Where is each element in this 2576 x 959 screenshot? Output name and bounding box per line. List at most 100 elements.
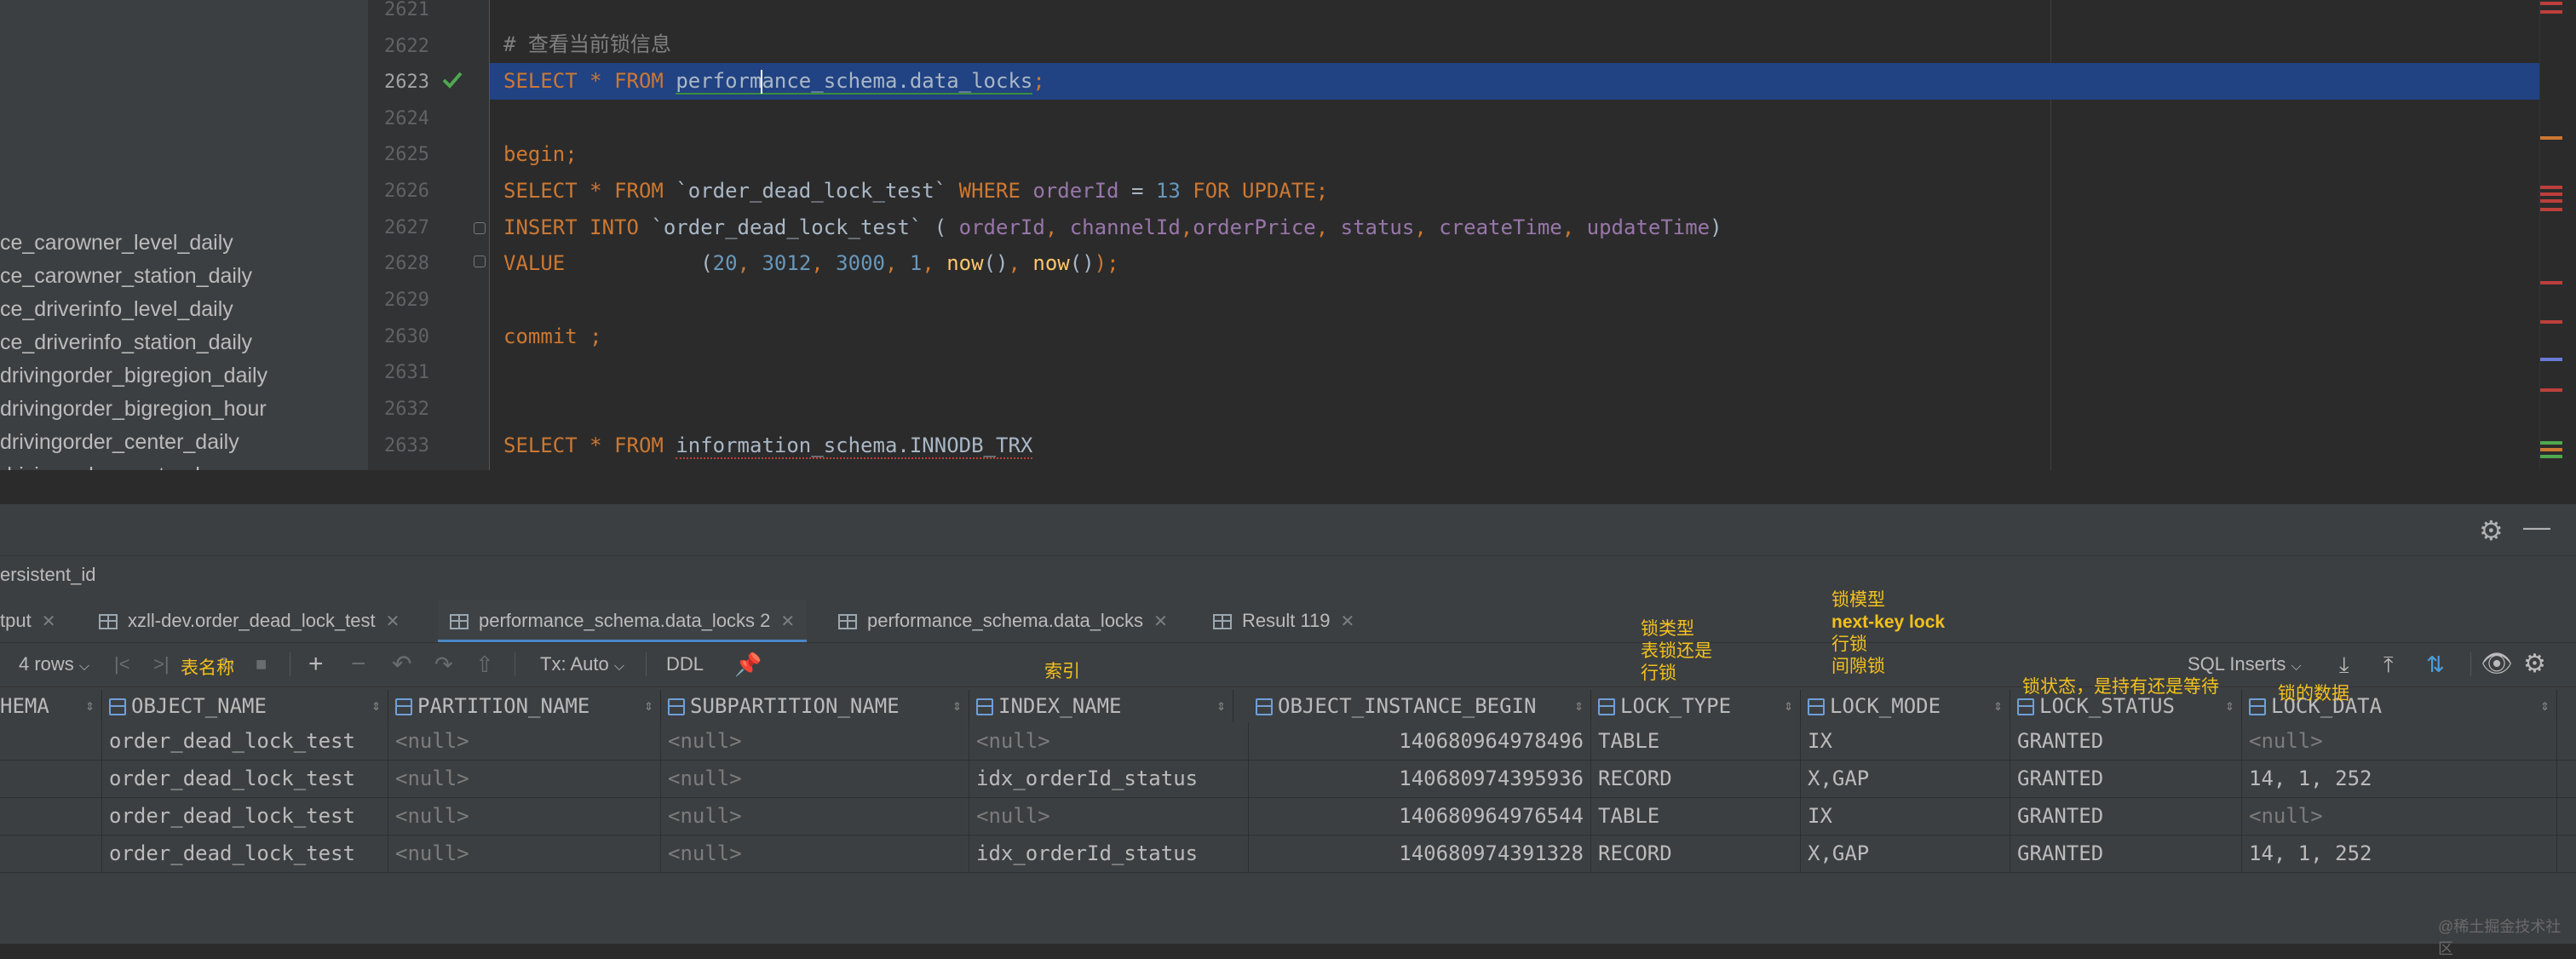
column-header[interactable]: LOCK_TYPE⇕ xyxy=(1591,690,1801,722)
submit-icon[interactable]: ⇧ xyxy=(475,652,494,677)
column-header[interactable]: LOCK_MODE⇕ xyxy=(1801,690,2010,722)
error-marker[interactable] xyxy=(2540,208,2562,211)
column-header[interactable]: SUBPARTITION_NAME⇕ xyxy=(661,690,969,722)
table-cell[interactable]: <null> xyxy=(661,722,969,760)
fold-marker-icon[interactable] xyxy=(474,256,486,267)
table-cell[interactable]: idx_orderId_status xyxy=(969,760,1249,797)
eye-icon[interactable]: 👁 xyxy=(2481,650,2514,678)
tree-item[interactable]: drivingorder_bigregion_hour xyxy=(0,397,267,421)
sort-icon[interactable]: ⇕ xyxy=(1993,697,2003,715)
table-row[interactable]: order_dead_lock_test<null><null>idx_orde… xyxy=(0,835,2576,873)
tab-output[interactable]: tput✕ xyxy=(0,610,56,631)
table-cell[interactable]: <null> xyxy=(388,760,661,797)
sort-icon[interactable]: ⇕ xyxy=(371,697,381,715)
sort-icon[interactable]: ⇕ xyxy=(1784,697,1793,715)
error-marker[interactable] xyxy=(2540,281,2562,284)
table-cell[interactable]: <null> xyxy=(2242,797,2557,835)
remove-row-icon[interactable]: − xyxy=(351,650,366,678)
column-header[interactable]: HEMA⇕ xyxy=(0,690,102,722)
table-cell[interactable]: <null> xyxy=(661,760,969,797)
table-cell[interactable]: RECORD xyxy=(1591,760,1801,797)
tree-item[interactable]: ce_driverinfo_station_daily xyxy=(0,330,253,354)
warning-marker[interactable] xyxy=(2540,136,2562,140)
table-cell[interactable]: order_dead_lock_test xyxy=(102,760,388,797)
sort-icon[interactable]: ⇕ xyxy=(85,697,95,715)
error-marker[interactable] xyxy=(2540,388,2562,392)
tree-item[interactable]: drivingorder_center_daily xyxy=(0,430,239,454)
stop-icon[interactable]: ■ xyxy=(256,653,267,675)
column-header[interactable]: LOCK_DATA⇕ xyxy=(2242,690,2557,722)
table-cell[interactable]: <null> xyxy=(661,797,969,835)
tab-data-locks-2[interactable]: performance_schema.data_locks 2✕ xyxy=(438,600,808,642)
table-cell[interactable]: order_dead_lock_test xyxy=(102,835,388,872)
column-header[interactable]: PARTITION_NAME⇕ xyxy=(388,690,661,722)
table-cell[interactable]: IX xyxy=(1801,797,2010,835)
table-row[interactable]: order_dead_lock_test<null><null><null>14… xyxy=(0,797,2576,836)
error-marker[interactable] xyxy=(2540,192,2562,196)
table-cell[interactable]: <null> xyxy=(388,835,661,872)
table-cell[interactable]: <null> xyxy=(2242,722,2557,760)
table-cell[interactable]: idx_orderId_status xyxy=(969,835,1249,872)
tx-mode-dropdown[interactable]: Tx: Auto ⌵ xyxy=(540,653,624,675)
tree-item[interactable]: drivingorder_bigregion_daily xyxy=(0,364,268,388)
sort-icon[interactable]: ⇕ xyxy=(1574,697,1584,715)
close-icon[interactable]: ✕ xyxy=(1340,612,1355,631)
column-header[interactable]: OBJECT_INSTANCE_BEGIN⇕ xyxy=(1249,690,1591,722)
tab-data-locks[interactable]: performance_schema.data_locks✕ xyxy=(838,600,1168,642)
minimize-icon[interactable]: — xyxy=(2523,511,2550,542)
error-marker[interactable] xyxy=(2540,10,2562,14)
table-cell[interactable]: GRANTED xyxy=(2010,835,2242,872)
error-marker[interactable] xyxy=(2540,186,2562,189)
pin-icon[interactable]: 📌 xyxy=(734,652,762,677)
table-cell[interactable]: 140680964978496 xyxy=(1249,722,1591,760)
table-cell[interactable] xyxy=(0,835,102,872)
column-header[interactable]: INDEX_NAME⇕ xyxy=(969,690,1233,722)
table-cell[interactable]: TABLE xyxy=(1591,797,1801,835)
ok-marker[interactable] xyxy=(2540,441,2562,445)
sort-icon[interactable]: ⇕ xyxy=(644,697,653,715)
table-cell[interactable]: 14, 1, 252 xyxy=(2242,760,2557,797)
table-cell[interactable]: <null> xyxy=(661,835,969,872)
info-marker[interactable] xyxy=(2540,358,2562,361)
revert-icon[interactable]: ↶ xyxy=(392,651,412,677)
table-cell[interactable]: 14, 1, 252 xyxy=(2242,835,2557,872)
table-cell[interactable]: <null> xyxy=(388,722,661,760)
error-marker[interactable] xyxy=(2540,2,2562,5)
table-cell[interactable]: 140680974395936 xyxy=(1249,760,1591,797)
table-cell[interactable]: TABLE xyxy=(1591,722,1801,760)
table-cell[interactable] xyxy=(0,760,102,797)
sort-icon[interactable]: ⇕ xyxy=(2540,697,2550,715)
rows-count-dropdown[interactable]: 4 rows ⌵ xyxy=(19,653,90,675)
column-header[interactable]: LOCK_STATUS⇕ xyxy=(2010,690,2242,722)
last-page-icon[interactable]: >| xyxy=(153,653,170,675)
table-cell[interactable]: order_dead_lock_test xyxy=(102,797,388,835)
table-cell[interactable] xyxy=(0,797,102,835)
table-cell[interactable]: GRANTED xyxy=(2010,722,2242,760)
error-marker[interactable] xyxy=(2540,199,2562,203)
download-icon[interactable]: ⤓ xyxy=(2339,652,2349,677)
fold-marker-icon[interactable] xyxy=(474,222,486,234)
close-icon[interactable]: ✕ xyxy=(1153,612,1168,631)
table-row[interactable]: order_dead_lock_test<null><null>idx_orde… xyxy=(0,760,2576,798)
tab-result-119[interactable]: Result 119✕ xyxy=(1213,600,1354,642)
error-stripe[interactable] xyxy=(2539,0,2576,470)
table-row[interactable]: order_dead_lock_test<null><null><null>14… xyxy=(0,722,2576,761)
table-cell[interactable]: X,GAP xyxy=(1801,760,2010,797)
table-cell[interactable]: order_dead_lock_test xyxy=(102,722,388,760)
error-marker[interactable] xyxy=(2540,320,2562,324)
warning-marker[interactable] xyxy=(2540,448,2562,451)
table-cell[interactable]: <null> xyxy=(969,722,1249,760)
sql-inserts-dropdown[interactable]: SQL Inserts ⌵ xyxy=(2188,653,2302,675)
add-row-icon[interactable]: + xyxy=(308,650,324,678)
table-cell[interactable]: <null> xyxy=(388,797,661,835)
close-icon[interactable]: ✕ xyxy=(385,612,400,631)
gear-icon[interactable]: ⚙ xyxy=(2479,515,2504,546)
tree-item[interactable]: ce_carowner_level_daily xyxy=(0,231,233,255)
gear-icon[interactable]: ⚙ xyxy=(2523,650,2546,678)
upload-icon[interactable]: ⤒ xyxy=(2383,652,2394,677)
table-cell[interactable]: 140680974391328 xyxy=(1249,835,1591,872)
close-icon[interactable]: ✕ xyxy=(41,612,56,631)
tab-order-dead-lock-test[interactable]: xzll-dev.order_dead_lock_test✕ xyxy=(99,600,400,642)
column-header[interactable]: OBJECT_NAME⇕ xyxy=(102,690,388,722)
tree-item[interactable]: ce_driverinfo_level_daily xyxy=(0,297,233,321)
